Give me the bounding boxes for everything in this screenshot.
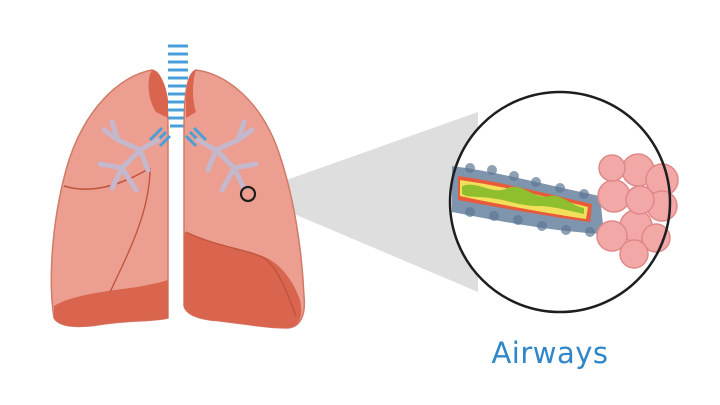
airways-caption: Airways xyxy=(491,336,609,370)
left-lung xyxy=(50,69,169,328)
magnified-airway-view xyxy=(448,90,679,314)
airway-tube xyxy=(452,163,604,237)
lung-focus-marker xyxy=(239,185,257,203)
magnify-callout-cone xyxy=(247,112,478,292)
right-bronchial-tree xyxy=(195,119,259,193)
alveoli-cluster xyxy=(596,153,679,269)
left-bronchial-tree xyxy=(97,119,161,193)
